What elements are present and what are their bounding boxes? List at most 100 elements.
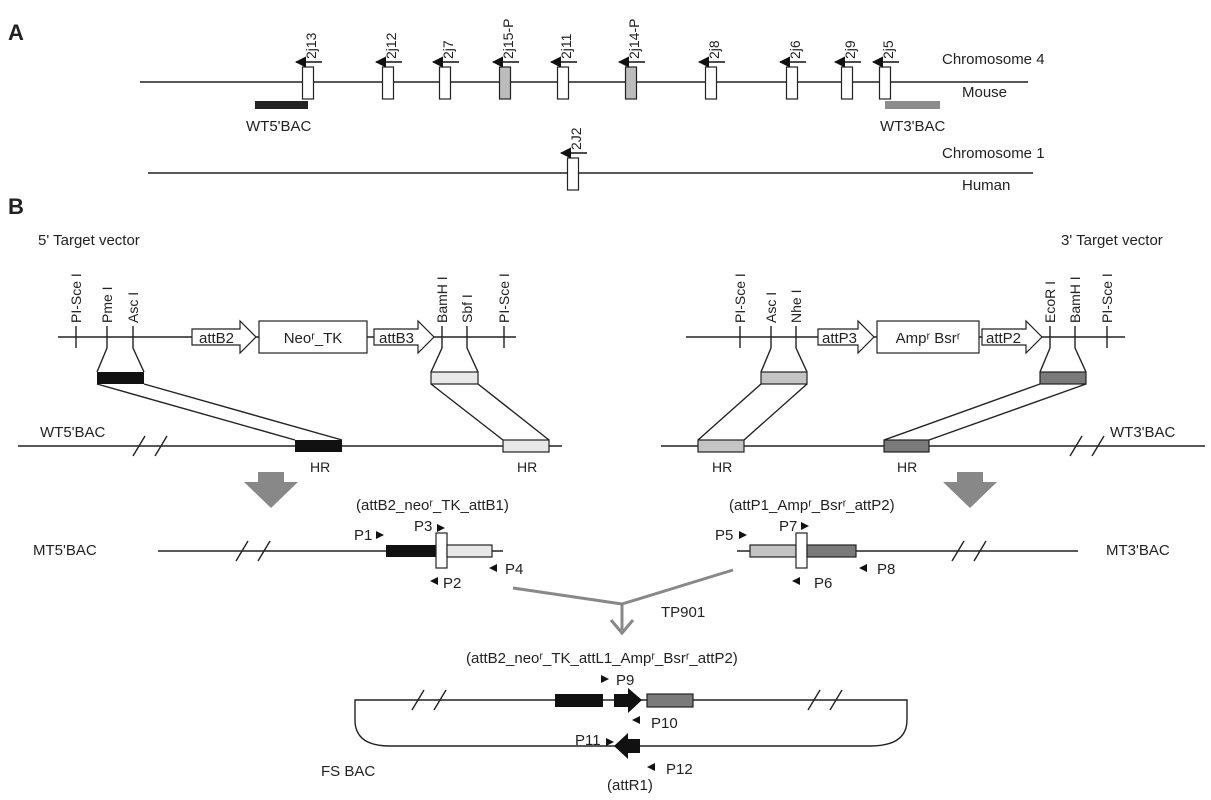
primer-p7: P7 — [779, 518, 797, 535]
left-3-arm — [430, 371, 479, 385]
wt5-bac-label: WT5'BAC — [246, 118, 312, 135]
fs-attr1-arrow — [614, 733, 640, 759]
mouse-gene-box-1 — [381, 66, 395, 100]
panel-a-label: A — [8, 20, 24, 45]
human-chromosome-label: Chromosome 1 — [942, 145, 1045, 162]
wt3-hr-2 — [883, 439, 930, 453]
right-site-4: EcoR I — [1042, 281, 1058, 323]
primer-p8: P8 — [877, 561, 895, 578]
primer-p12: P12 — [666, 761, 693, 778]
wt5-hr-2-label: HR — [517, 459, 537, 475]
left-site-5: Sbf I — [459, 294, 475, 323]
attb3-label: attB3 — [379, 330, 414, 347]
primer-p3: P3 — [414, 518, 432, 535]
attb2-label: attB2 — [199, 330, 234, 347]
mouse-gene-box-9 — [878, 66, 892, 100]
tp901-label: TP901 — [661, 604, 705, 621]
mouse-gene-label-5: 2j14-P — [626, 19, 642, 59]
mouse-chromosome-label: Chromosome 4 — [942, 51, 1045, 68]
right-site-1: PI-Sce I — [732, 273, 748, 323]
wt3-bac-b-label: WT3'BAC — [1110, 424, 1176, 441]
right-3-arm — [1039, 371, 1087, 385]
panel-b-label: B — [8, 194, 24, 219]
amp-bsr-label: Ampʳ Bsrʳ — [896, 330, 961, 347]
mouse-gene-box-5 — [624, 66, 638, 100]
left-site-2: Pme I — [99, 286, 115, 323]
neo-tk-box — [258, 320, 368, 354]
left-site-3: Asc I — [125, 292, 141, 323]
attp3-label: attP3 — [822, 330, 857, 347]
mt5-cassette — [435, 532, 448, 569]
mouse-gene-box-2 — [438, 66, 452, 100]
left-vector-sites: PI-Sce I Pme I Asc I BamH I Sbf I PI-Sce… — [68, 273, 512, 348]
primer-p11: P11 — [575, 732, 601, 749]
mt3-3arm — [806, 544, 857, 558]
wt3-bac-bar — [885, 101, 940, 109]
primer-p1: P1 — [354, 527, 372, 544]
fs-5arm — [555, 694, 603, 707]
mt3-label: MT3'BAC — [1106, 542, 1170, 559]
right-site-6: PI-Sce I — [1099, 273, 1115, 323]
primer-p9: P9 — [616, 672, 634, 689]
left-site-4: BamH I — [434, 276, 450, 323]
attp2-arrow — [981, 319, 1043, 355]
right-5-arm — [760, 371, 808, 385]
primer-p2: P2 — [443, 575, 461, 592]
wt5-hr-1 — [295, 440, 342, 452]
left-site-6: PI-Sce I — [496, 273, 512, 323]
mouse-gene-label-3: 2j15-P — [500, 19, 516, 59]
left-vector-title: 5' Target vector — [38, 232, 140, 249]
mt5-5arm — [386, 545, 436, 557]
primer-p5: P5 — [715, 527, 733, 544]
mouse-gene-box-3 — [498, 66, 512, 100]
primer-p10: P10 — [651, 715, 678, 732]
wt3-hr-1 — [697, 439, 745, 453]
attb2-arrow — [191, 319, 257, 355]
down-arrow-right — [943, 472, 997, 508]
mouse-gene-box-0 — [301, 66, 315, 100]
mouse-gene-label-1: 2j12 — [383, 32, 399, 59]
mouse-gene-label-6: 2j8 — [706, 40, 722, 59]
fs-attl1-arrow — [614, 688, 642, 713]
mouse-gene-label-4: 2j11 — [558, 33, 574, 59]
wt5-hr-2 — [502, 439, 550, 453]
mt5-label: MT5'BAC — [33, 542, 97, 559]
mouse-gene-box-6 — [704, 66, 718, 100]
mouse-gene-label-8: 2j9 — [842, 40, 858, 59]
attp2-label: attP2 — [986, 330, 1021, 347]
attb3-arrow — [373, 319, 435, 355]
mouse-gene-label-2: 2j7 — [440, 40, 456, 59]
wt5-bac-b-label: WT5'BAC — [40, 424, 106, 441]
right-site-5: BamH I — [1067, 276, 1083, 323]
amp-bsr-box — [876, 320, 980, 354]
mt3-cassette — [795, 532, 808, 569]
attp3-arrow — [817, 319, 875, 355]
wt5-hr-1-label: HR — [310, 459, 330, 475]
mouse-species-label: Mouse — [962, 84, 1007, 101]
mt5-construct: (attB2_neoʳ_TK_attB1) — [356, 497, 509, 514]
down-arrow-left — [244, 472, 298, 508]
human-gene-label-0: 2J2 — [568, 127, 584, 150]
mouse-gene-label-7: 2j6 — [787, 40, 803, 59]
human-species-label: Human — [962, 177, 1010, 194]
human-gene: 2J2 — [559, 127, 587, 191]
mouse-gene-box-7 — [785, 66, 799, 100]
wt3-bac-label: WT3'BAC — [880, 118, 946, 135]
neo-tk-label: Neoʳ_TK — [284, 330, 343, 347]
right-vector-sites: PI-Sce I Asc I Nhe I EcoR I BamH I PI-Sc… — [732, 273, 1115, 348]
mt5-3arm — [446, 544, 493, 558]
right-vector-title: 3' Target vector — [1061, 232, 1163, 249]
attr1-label: (attR1) — [607, 777, 653, 794]
recombination-line-left — [512, 586, 623, 606]
recombination-line-right — [621, 568, 734, 606]
fs-construct: (attB2_neoʳ_TK_attL1_Ampʳ_Bsrʳ_attP2) — [466, 650, 738, 667]
primer-p4: P4 — [505, 561, 523, 578]
mouse-gene-box-8 — [840, 66, 854, 100]
fs-bac-circle — [354, 699, 908, 747]
recombination-arrowhead — [609, 619, 635, 636]
mouse-gene-box-4 — [556, 66, 570, 100]
mouse-gene-label-9: 2j5 — [880, 40, 896, 59]
mt3-5arm — [749, 544, 797, 558]
